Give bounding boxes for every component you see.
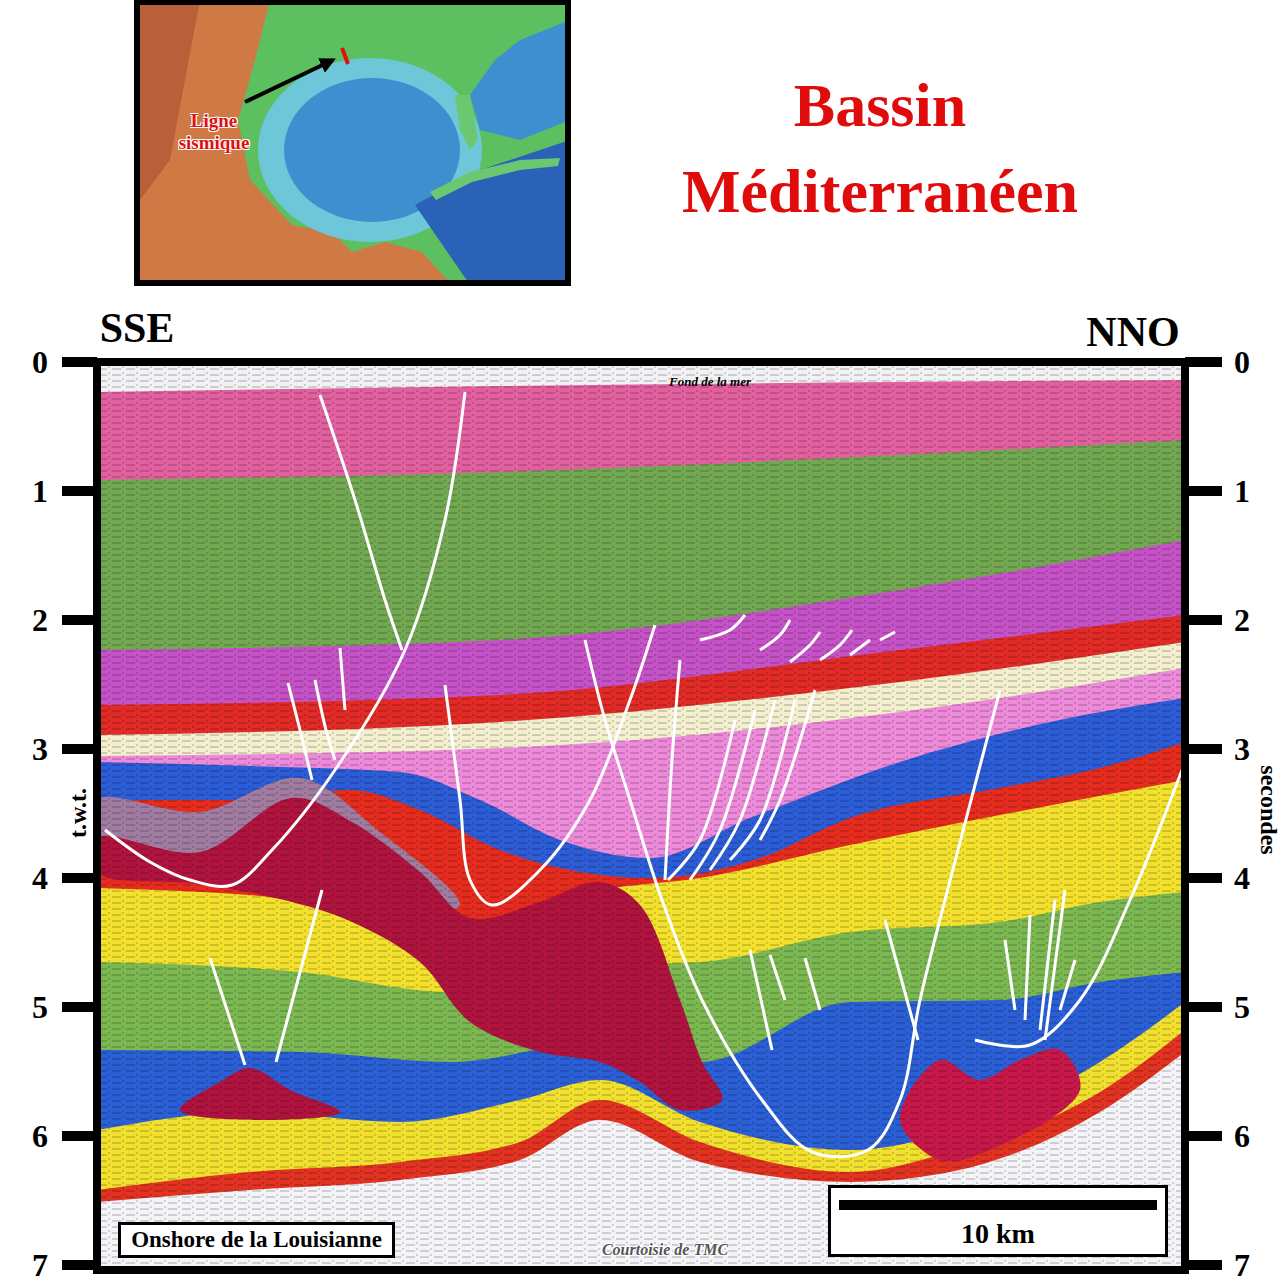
axis-value: 6 <box>32 1118 48 1155</box>
fault-line <box>750 950 772 1050</box>
direction-label: SSE <box>100 304 175 352</box>
axis-value: 2 <box>32 602 48 639</box>
fault-line <box>1060 960 1075 1010</box>
fault-line <box>1025 915 1030 1020</box>
map-land-plain <box>135 0 570 285</box>
fault-line <box>276 890 322 1062</box>
map-caribbean <box>415 140 570 285</box>
axis-tick <box>62 873 97 883</box>
axis-value: 3 <box>32 731 48 768</box>
seismic-line-trace <box>342 48 348 64</box>
axis-value: 7 <box>32 1247 48 1284</box>
axis-value: 4 <box>32 860 48 897</box>
axis-tick <box>62 1131 97 1141</box>
axis-value: 6 <box>1234 1118 1250 1155</box>
fault-line <box>315 680 335 760</box>
axis-title: secondes <box>1255 765 1282 854</box>
fault-line <box>885 920 918 1040</box>
axis-value: 4 <box>1234 860 1250 897</box>
axis-tick <box>1185 1260 1222 1270</box>
fault-line <box>668 720 735 880</box>
axis-value: 5 <box>1234 989 1250 1026</box>
fault-line <box>820 630 852 660</box>
fault-line <box>1045 890 1065 1040</box>
axis-value: 7 <box>1234 1247 1250 1284</box>
title: Bassin Méditerranéen <box>620 62 1140 234</box>
axis-tick <box>1185 873 1222 883</box>
fault-line <box>445 625 655 905</box>
axis-tick <box>1185 357 1222 367</box>
fault-line <box>105 392 465 886</box>
seafloor-label: Fond de la mer <box>669 374 751 390</box>
fault-line <box>880 632 895 640</box>
axis-tick <box>62 1002 97 1012</box>
axis-tick <box>1185 615 1222 625</box>
scale-bar <box>839 1200 1157 1210</box>
panel-frame <box>97 362 1185 1270</box>
map-label: Ligne sismique <box>164 110 264 154</box>
map-highlands <box>140 0 200 200</box>
axis-value: 0 <box>32 344 48 381</box>
fault-line <box>760 690 815 840</box>
map-florida <box>455 95 478 150</box>
axis-value: 5 <box>32 989 48 1026</box>
axis-value: 1 <box>32 473 48 510</box>
axis-tick <box>1185 486 1222 496</box>
map-frame <box>137 2 568 283</box>
axis-value: 1 <box>1234 473 1250 510</box>
fault-line <box>340 648 345 710</box>
fault-line <box>850 640 870 655</box>
location-box: Onshore de la Louisianne <box>118 1222 395 1258</box>
fault-line <box>805 958 820 1010</box>
axis-tick <box>62 615 97 625</box>
seismic-section <box>97 362 1185 1270</box>
direction-label: NNO <box>1086 308 1179 356</box>
fault-line <box>1005 940 1015 1010</box>
fault-line <box>585 640 1000 1157</box>
fault-line <box>665 660 680 880</box>
fault-line <box>210 958 245 1065</box>
axis-tick <box>62 357 97 367</box>
location-map <box>135 0 570 285</box>
axis-tick <box>1185 1131 1222 1141</box>
axis-tick <box>62 1260 97 1270</box>
box-text: Onshore de la Louisianne <box>129 1227 384 1253</box>
fault-line <box>700 615 745 640</box>
box-text: 10 km <box>839 1218 1157 1250</box>
scale-box: 10 km <box>828 1185 1168 1257</box>
water-column <box>97 362 1185 1270</box>
fault-line <box>320 395 402 650</box>
axis-tick <box>62 486 97 496</box>
fault-line <box>770 955 785 1000</box>
axis-value: 2 <box>1234 602 1250 639</box>
map-cuba <box>430 158 560 200</box>
seismic-texture <box>97 362 1185 1270</box>
axis-tick <box>1185 1002 1222 1012</box>
axis-tick <box>62 744 97 754</box>
axis-value: 0 <box>1234 344 1250 381</box>
fault-line <box>288 683 312 780</box>
map-atlantic <box>470 20 570 140</box>
fault-line <box>975 770 1182 1047</box>
fault-line <box>790 632 820 662</box>
axis-title: t.w.t. <box>65 788 92 838</box>
axis-tick <box>1185 744 1222 754</box>
axis-value: 3 <box>1234 731 1250 768</box>
locator-arrow <box>245 60 333 102</box>
fault-line <box>760 620 790 650</box>
fault-line <box>690 710 755 880</box>
credit-note: Courtoisie de TMC <box>602 1241 728 1259</box>
